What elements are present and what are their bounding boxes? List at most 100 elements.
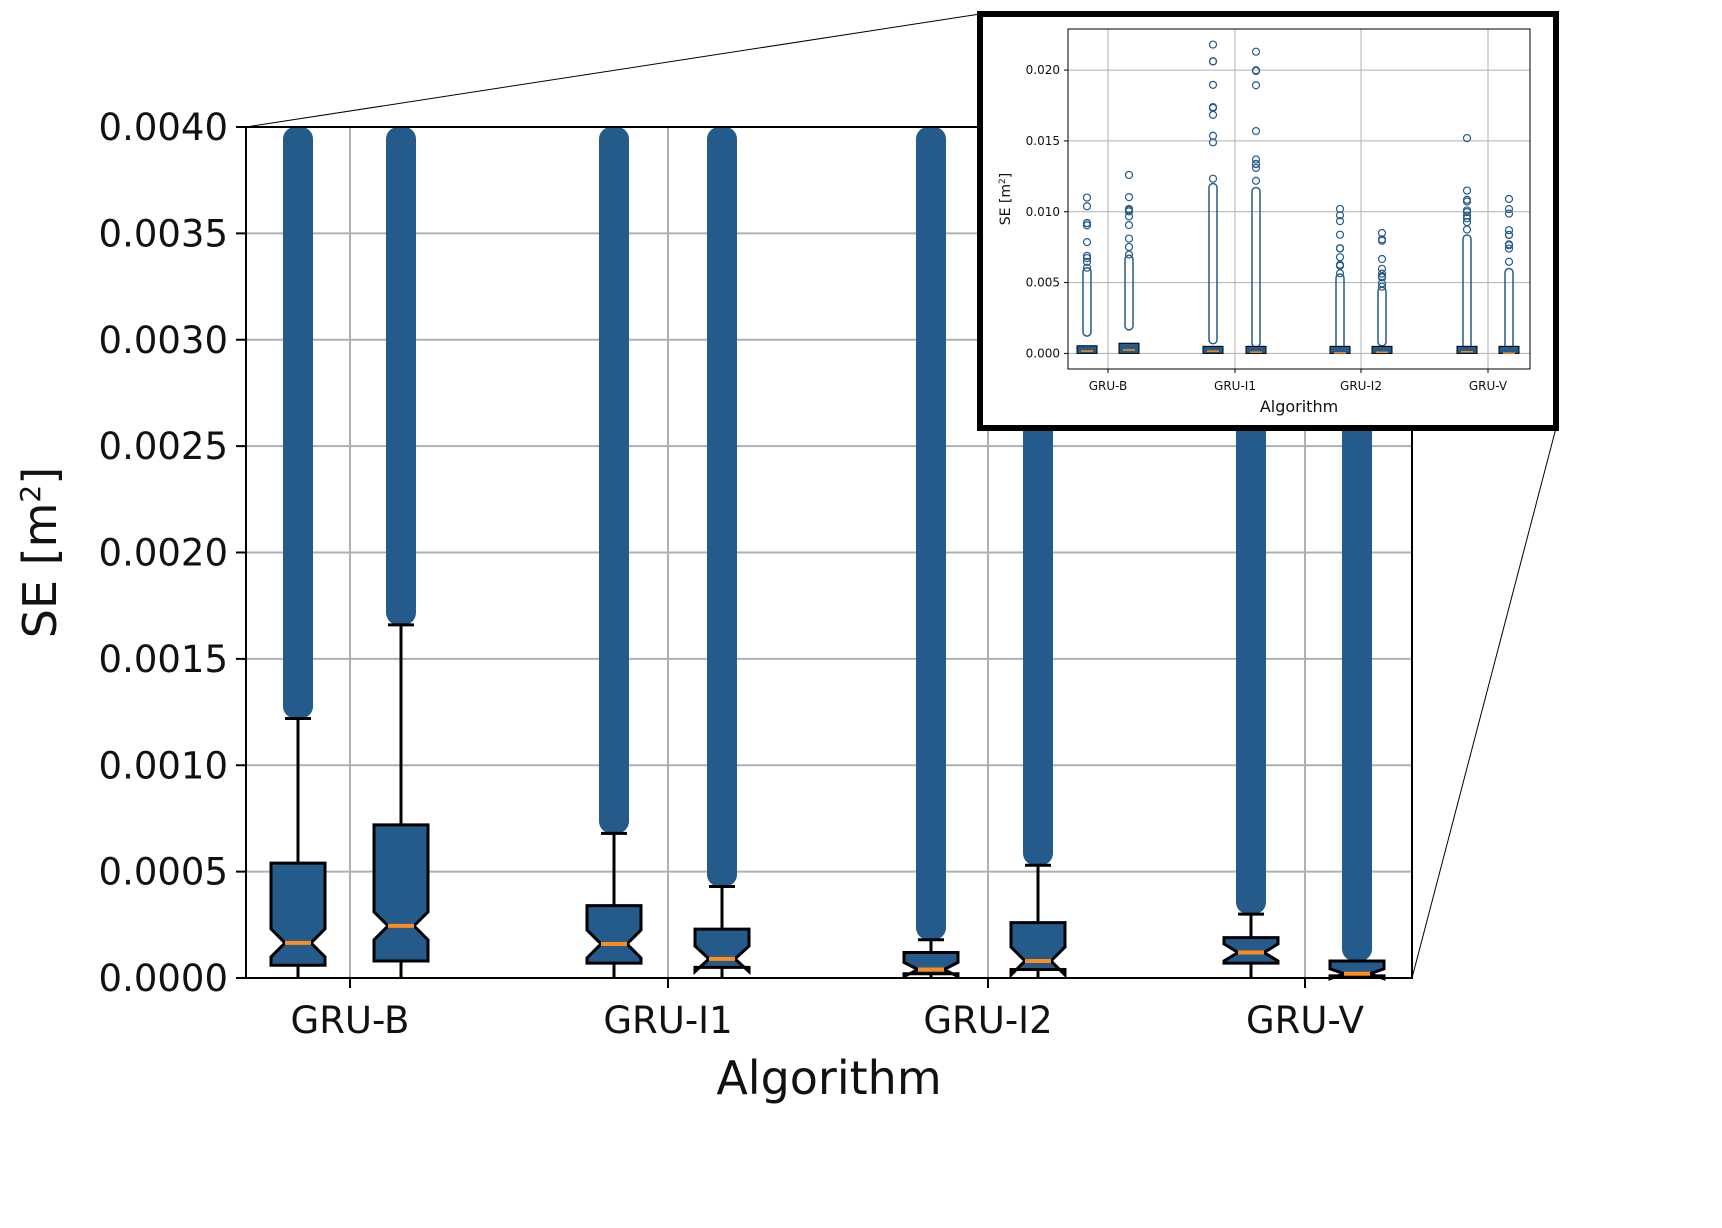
inset-outlier-3-6	[1251, 160, 1261, 169]
inset-outlier-4-7	[1335, 261, 1345, 270]
inset-outlier-max-0	[1082, 193, 1092, 202]
main-plot-panel: 0.00000.00050.00100.00150.00200.00250.00…	[13, 106, 1413, 1105]
inset-box-2	[1202, 40, 1224, 354]
inset-xtick-label-0: GRU-B	[1089, 379, 1128, 393]
main-box-body-0	[269, 861, 327, 967]
main-outliers-3	[707, 127, 737, 887]
main-ytick-label-4: 0.0020	[99, 532, 228, 575]
inset-outlier-max-3	[1251, 47, 1261, 56]
inset-xtick-label-2: GRU-I2	[1340, 379, 1382, 393]
inset-outlier-2-8	[1208, 110, 1218, 119]
inset-outlier-3-0	[1251, 126, 1261, 136]
inset-ytick-label-2: 0.010	[1026, 205, 1060, 219]
inset-outlier-3-7	[1251, 176, 1261, 185]
inset-outlier-0-1	[1082, 202, 1092, 211]
main-box-3	[693, 127, 751, 978]
main-y-axis-label-end: ]	[13, 467, 67, 485]
inset-axes-frame	[1067, 28, 1531, 370]
inset-outlier-3-5	[1251, 81, 1261, 90]
main-boxes	[269, 127, 1386, 981]
inset-boxes	[1076, 40, 1520, 354]
inset-outlier-6-6	[1462, 214, 1472, 223]
main-ytick-label-7: 0.0035	[99, 212, 228, 255]
inset-outlier-3-3	[1251, 155, 1261, 164]
main-xtick-label-0: GRU-B	[291, 999, 410, 1042]
inset-outlier-0-6	[1082, 251, 1092, 260]
main-outliers-2	[599, 127, 629, 834]
inset-outlier-5-6	[1377, 273, 1387, 282]
inset-outlier-max-4	[1335, 204, 1345, 214]
main-ytick-label-3: 0.0015	[99, 638, 228, 681]
inset-grid	[1068, 29, 1530, 369]
inset-outlier-6-3	[1462, 217, 1472, 227]
inset-outlier-0-3	[1082, 257, 1092, 267]
main-box-1	[372, 127, 430, 978]
inset-outlier-7-0	[1504, 257, 1514, 266]
inset-y-axis-label-end: ]	[998, 173, 1014, 178]
main-box-4	[902, 127, 960, 980]
inset-xtick-label-1: GRU-I1	[1214, 379, 1256, 393]
inset-outlier-4-4	[1335, 230, 1345, 239]
main-xtick-label-2: GRU-I2	[923, 999, 1052, 1042]
inset-box-body-1	[1118, 342, 1140, 354]
inset-outlier-column-1	[1124, 254, 1134, 331]
main-box-0	[269, 127, 327, 978]
inset-outlier-5-4	[1377, 282, 1387, 291]
inset-box-body-3	[1245, 345, 1267, 354]
inset-outlier-2-3	[1208, 80, 1218, 89]
inset-border	[977, 11, 1559, 431]
inset-xtick-label-3: GRU-V	[1469, 379, 1508, 393]
inset-box-1	[1118, 170, 1140, 354]
inset-y-axis-label: SE [m2]	[998, 173, 1014, 226]
main-xtick-label-3: GRU-V	[1246, 999, 1364, 1042]
inset-outlier-6-7	[1462, 195, 1472, 204]
inset-box-body-0	[1076, 345, 1098, 354]
inset-outlier-6-8	[1462, 186, 1472, 195]
main-xtick-label-1: GRU-I1	[603, 999, 732, 1042]
inset-outlier-1-7	[1124, 205, 1134, 215]
main-box-body-5	[1009, 921, 1067, 979]
inset-outlier-2-5	[1208, 131, 1218, 140]
inset-outlier-max-5	[1377, 228, 1387, 238]
inset-outlier-2-4	[1208, 174, 1218, 183]
inset-outlier-7-3	[1504, 209, 1514, 218]
main-y-ticks: 0.00000.00050.00100.00150.00200.00250.00…	[99, 106, 246, 1000]
inset-box-7	[1498, 194, 1520, 354]
inset-outlier-3-2	[1251, 66, 1261, 76]
inset-outlier-7-2	[1504, 244, 1514, 253]
inset-box-4	[1329, 204, 1351, 354]
main-outliers-1	[386, 127, 416, 625]
inset-y-axis-label-base: SE [m	[998, 184, 1014, 225]
inset-ytick-label-1: 0.005	[1026, 276, 1060, 290]
inset-outlier-max-6	[1462, 133, 1472, 143]
main-ytick-label-6: 0.0030	[99, 319, 228, 362]
inset-box-3	[1245, 47, 1267, 354]
main-box-body-2	[585, 904, 643, 965]
main-y-axis-label: SE [m2]	[13, 467, 67, 638]
inset-outlier-max-1	[1124, 170, 1134, 180]
main-ytick-label-8: 0.0040	[99, 106, 228, 149]
inset-outlier-3-8	[1251, 163, 1261, 173]
main-box-body-1	[372, 823, 430, 963]
inset-box-body-6	[1456, 345, 1478, 354]
inset-ytick-label-3: 0.015	[1026, 134, 1060, 148]
inset-outlier-0-0	[1082, 263, 1092, 272]
main-y-axis-label-base: SE [m	[13, 503, 67, 639]
inset-ytick-label-0: 0.000	[1026, 346, 1060, 360]
inset-outlier-1-5	[1124, 234, 1134, 243]
main-x-ticks: GRU-B GRU-I1 GRU-I2 GRU-V	[291, 978, 1364, 1042]
inset-outlier-7-1	[1504, 205, 1514, 214]
inset-outlier-0-2	[1082, 253, 1092, 263]
inset-box-5	[1371, 228, 1393, 354]
inset-x-ticks: GRU-B GRU-I1 GRU-I2 GRU-V	[1089, 369, 1508, 393]
main-y-axis-label-exponent: 2	[14, 485, 47, 503]
zoom-connector-top	[245, 13, 981, 128]
inset-outlier-column-0	[1082, 266, 1092, 337]
inset-outlier-6-4	[1462, 211, 1472, 220]
main-box-body-4	[902, 950, 960, 980]
inset-box-0	[1076, 193, 1098, 354]
inset-outlier-5-7	[1377, 254, 1387, 264]
